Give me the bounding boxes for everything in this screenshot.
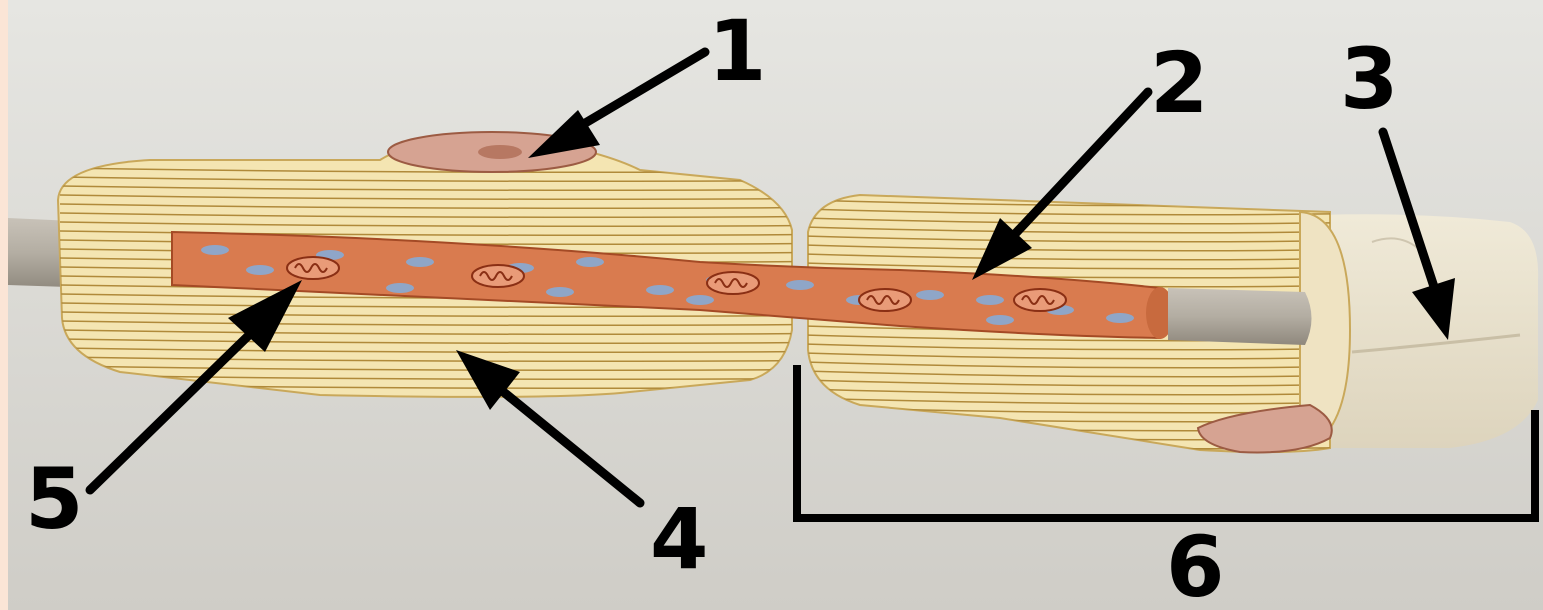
- label-1: 1: [708, 2, 766, 100]
- vesicle: [976, 295, 1004, 305]
- vesicle: [986, 315, 1014, 325]
- label-4: 4: [650, 490, 708, 588]
- label-2: 2: [1150, 34, 1208, 132]
- vesicle: [546, 287, 574, 297]
- mitochondrion: [707, 272, 759, 294]
- mitochondrion: [859, 289, 911, 311]
- vesicle: [406, 257, 434, 267]
- mitochondrion: [472, 265, 524, 287]
- mitochondrion: [1014, 289, 1066, 311]
- vesicle: [386, 283, 414, 293]
- vesicle: [686, 295, 714, 305]
- vesicle: [1106, 313, 1134, 323]
- vesicle: [646, 285, 674, 295]
- vesicle: [201, 245, 229, 255]
- mitochondrion: [287, 257, 339, 279]
- nucleus-chromatin: [478, 145, 522, 159]
- vesicle: [576, 257, 604, 267]
- right-core-rod: [1168, 288, 1312, 345]
- label-5: 5: [25, 450, 83, 548]
- outer-sleeve: [1320, 214, 1538, 448]
- vesicle: [246, 265, 274, 275]
- label-6: 6: [1166, 518, 1224, 610]
- label-3: 3: [1340, 30, 1398, 128]
- vesicle: [786, 280, 814, 290]
- vesicle: [916, 290, 944, 300]
